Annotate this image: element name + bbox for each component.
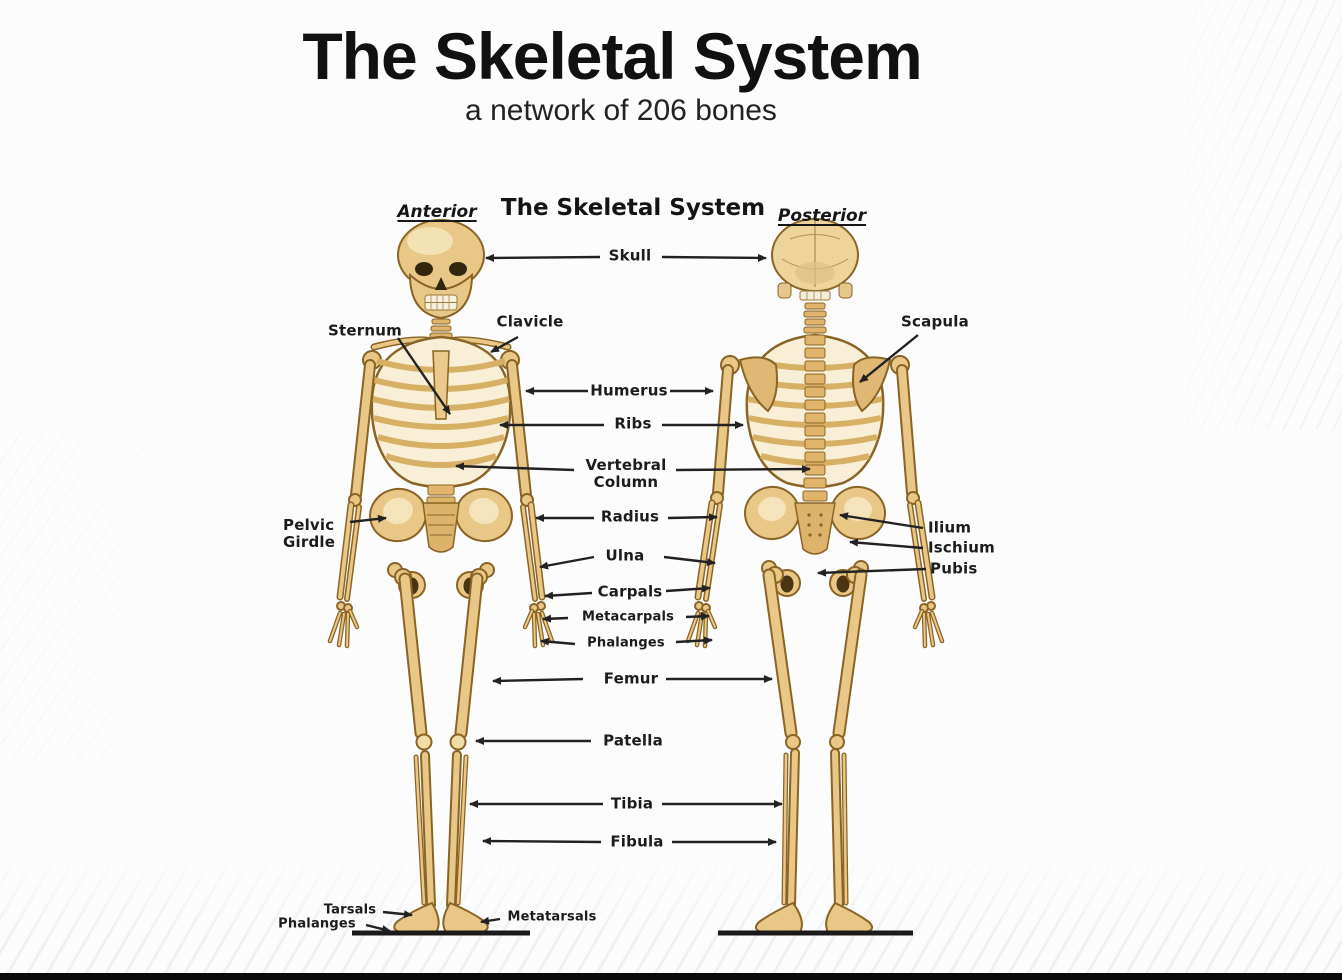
skeleton-posterior [685,218,945,933]
label-patella: Patella [603,731,663,750]
background-texture-top-right [1102,0,1342,430]
label-phalanges-foot: Phalanges [278,916,356,932]
posterior-view-label: Posterior [777,206,867,226]
skeleton-diagram-graphic [327,218,945,936]
label-metacarpals: Metacarpals [581,609,675,625]
label-skull: Skull [608,246,652,265]
bottom-bar [0,973,1342,980]
label-metatarsals: Metatarsals [507,909,597,925]
label-tibia: Tibia [610,794,654,813]
label-humerus: Humerus [590,381,668,400]
label-ischium: Ischium [928,538,995,557]
label-pelvic-girdle: Pelvic Girdle [283,515,336,551]
skeletal-system-diagram: The Skeletal System Anterior Posterior S… [260,185,1090,963]
label-ulna: Ulna [605,546,645,565]
label-carpals: Carpals [597,582,663,601]
label-femur: Femur [603,669,659,688]
skeleton-anterior [327,219,555,933]
page-subtitle: a network of 206 bones [465,94,777,127]
label-tarsals: Tarsals [323,902,377,918]
label-radius: Radius [600,507,660,526]
label-vertebral-column: Vertebral Column [585,455,667,491]
anterior-view-label: Anterior [397,202,477,222]
label-phalanges: Phalanges [587,635,665,651]
label-arrows [349,253,927,933]
label-pubis: Pubis [930,559,978,578]
label-sternum: Sternum [328,321,402,340]
background-texture-left [0,430,250,760]
diagram-title: The Skeletal System [500,195,766,221]
page-title: The Skeletal System [302,19,922,93]
label-scapula: Scapula [901,312,969,331]
label-fibula: Fibula [610,832,664,851]
label-ilium: Ilium [928,518,972,537]
label-clavicle: Clavicle [496,312,564,331]
label-ribs: Ribs [614,414,652,433]
